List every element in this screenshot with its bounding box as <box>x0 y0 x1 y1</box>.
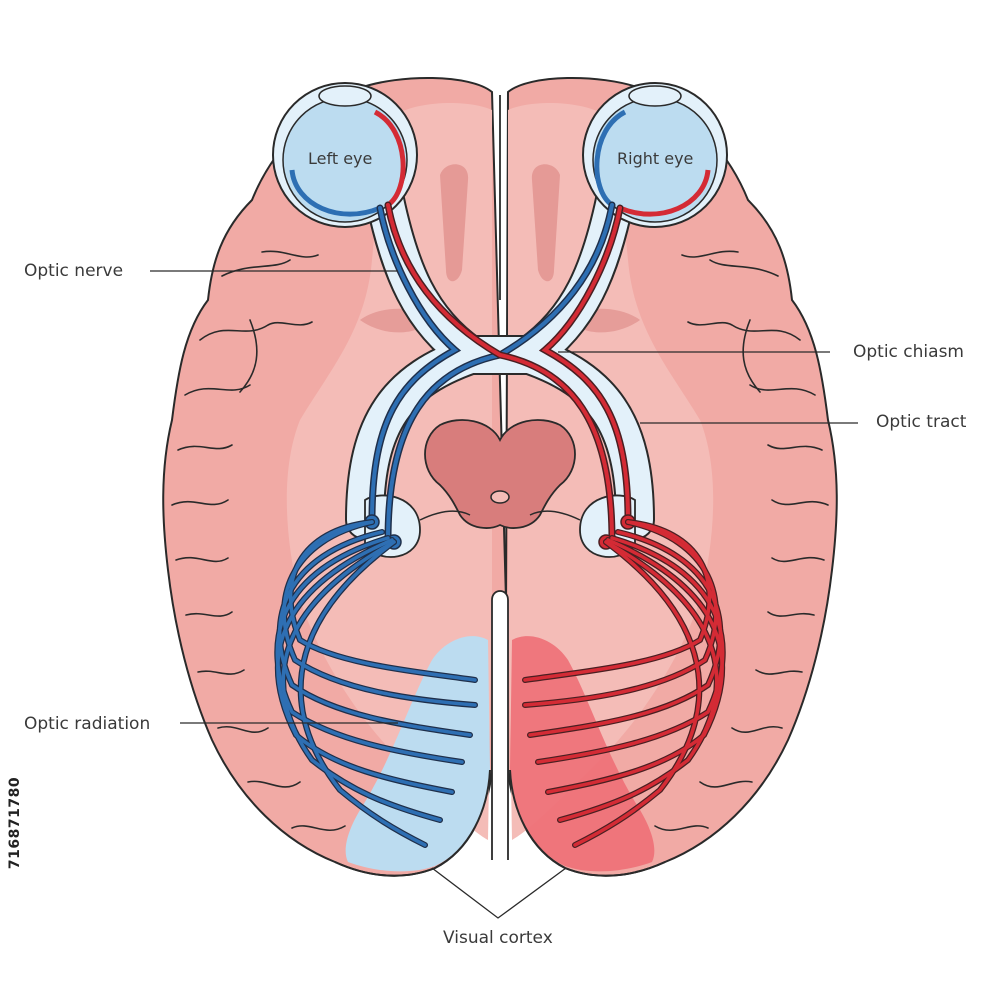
visual-cortex-label: Visual cortex <box>443 928 553 948</box>
left-eyeball <box>272 82 418 228</box>
left-olfactory-stripe <box>440 164 469 282</box>
right-optic-radiation <box>522 519 726 848</box>
stock-image-id-text: 716871780 <box>7 776 23 870</box>
right-pathway-fibers <box>384 201 632 544</box>
stock-image-id: 716871780 <box>2 770 28 880</box>
optic-tract-label: Optic tract <box>876 412 967 432</box>
right-eye-label: Right eye <box>617 149 694 168</box>
right-olfactory-stripe <box>531 164 560 282</box>
left-gyri <box>171 250 346 831</box>
right-gyri <box>654 250 829 831</box>
optic-nerve-label: Optic nerve <box>24 261 124 281</box>
right-eyeball <box>582 82 728 228</box>
left-optic-radiation <box>274 519 478 848</box>
optic-chiasm-label: Optic chiasm <box>853 342 964 362</box>
optic-sheath <box>345 180 655 540</box>
occipital-fissure <box>491 590 509 860</box>
visual-cortex-leader <box>431 867 567 919</box>
leader-lines <box>150 270 858 919</box>
optic-radiation-label: Optic radiation <box>24 714 151 734</box>
left-eye-label: Left eye <box>308 149 373 168</box>
midbrain <box>424 419 576 529</box>
